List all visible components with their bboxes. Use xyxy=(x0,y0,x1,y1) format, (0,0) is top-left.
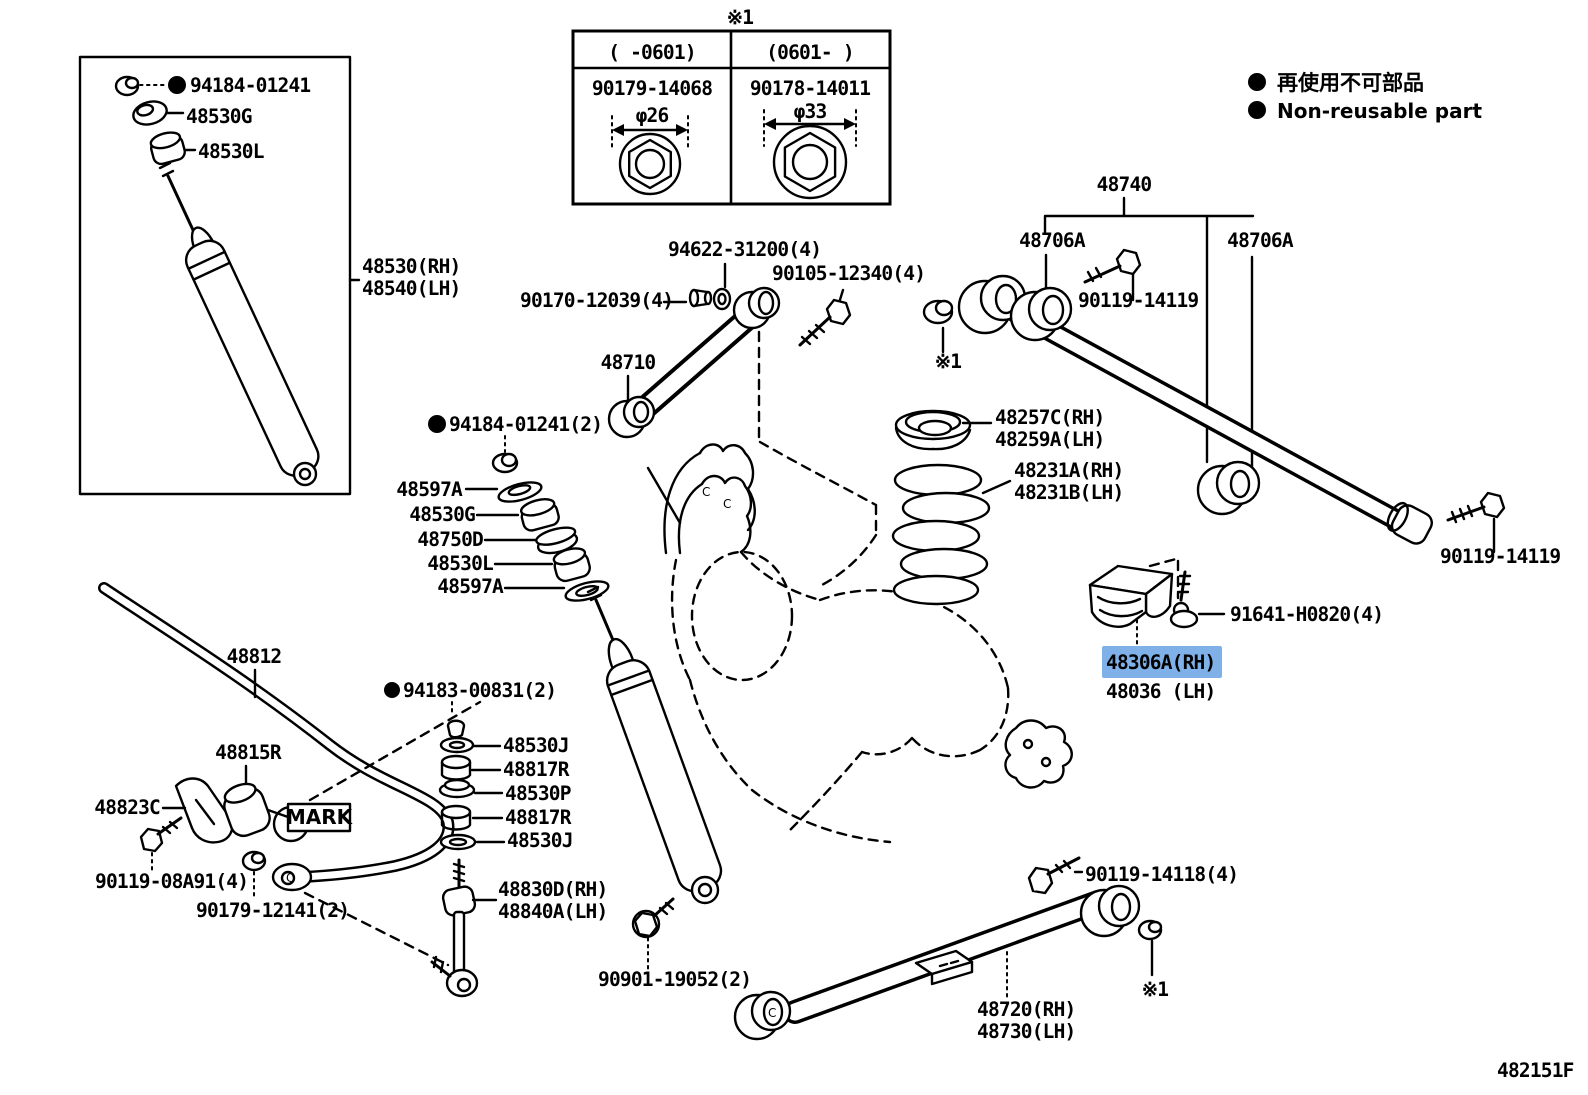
non-reusable-bullet-icon xyxy=(1248,101,1266,119)
part-label-48597a-lower[interactable]: 48597A xyxy=(437,575,505,598)
non-reusable-bullet-icon xyxy=(1248,73,1266,91)
ref-mark-table: ※1 xyxy=(727,6,754,29)
coil-spring-drawing xyxy=(891,463,1012,606)
clip-mark: C xyxy=(723,497,731,511)
ref-mark-upper-nut: ※1 xyxy=(935,350,962,373)
part-label-48530j-top[interactable]: 48530J xyxy=(503,734,569,757)
part-label-48706a-right[interactable]: 48706A xyxy=(1227,229,1294,252)
lateral-rod-48740-drawing xyxy=(922,196,1506,554)
part-label-94622-31200[interactable]: 94622-31200(4) xyxy=(668,238,822,261)
part-label-48840a-lh[interactable]: 48840A(LH) xyxy=(498,900,608,923)
part-label-90179-12141[interactable]: 90179-12141(2) xyxy=(196,899,350,922)
diagram-code: 482151F xyxy=(1497,1059,1574,1082)
part-label-90119-08a91[interactable]: 90119-08A91(4) xyxy=(95,870,249,893)
part-label-48830d-rh[interactable]: 48830D(RH) xyxy=(498,878,608,901)
part-label-48812[interactable]: 48812 xyxy=(227,645,283,668)
stabilizer-link-stack-drawing xyxy=(384,682,506,998)
part-label-48036-lh[interactable]: 48036 (LH) xyxy=(1106,680,1216,703)
shock-absorber-box-drawing xyxy=(78,55,361,496)
bump-stop-drawing xyxy=(1088,557,1226,646)
part-label-48530l-center[interactable]: 48530L xyxy=(427,552,494,575)
table-period-late: (0601- ) xyxy=(766,41,854,64)
part-label-48823c[interactable]: 48823C xyxy=(94,796,161,819)
stabilizer-bar-drawing xyxy=(98,582,482,967)
table-part-90179-14068[interactable]: 90179-14068 xyxy=(592,77,713,100)
part-label-48750d[interactable]: 48750D xyxy=(417,528,484,551)
spring-seat-drawing xyxy=(894,409,993,451)
part-label-48530l-box[interactable]: 48530L xyxy=(198,140,265,163)
part-label-48259a-lh[interactable]: 48259A(LH) xyxy=(995,428,1105,451)
non-reusable-bullet-icon xyxy=(168,76,186,94)
part-label-94184-01241[interactable]: 94184-01241 xyxy=(190,74,311,97)
part-label-48530-rh[interactable]: 48530(RH) xyxy=(362,255,461,278)
legend-jp: 再使用不可部品 xyxy=(1277,71,1424,95)
legend xyxy=(1248,73,1266,119)
part-label-48740[interactable]: 48740 xyxy=(1097,173,1153,196)
ref-mark-lower-nut: ※1 xyxy=(1142,978,1169,1001)
part-label-91641-h0820[interactable]: 91641-H0820(4) xyxy=(1230,603,1384,626)
part-label-90119-14118[interactable]: 90119-14118(4) xyxy=(1085,863,1239,886)
ref-table xyxy=(571,29,892,206)
non-reusable-bullet-icon xyxy=(428,415,446,433)
upper-arm-drawing xyxy=(607,262,852,444)
center-shock-drawing xyxy=(586,585,723,973)
part-label-48530j-bottom[interactable]: 48530J xyxy=(507,829,573,852)
part-label-48597a-upper[interactable]: 48597A xyxy=(396,478,464,501)
part-label-48540-lh[interactable]: 48540(LH) xyxy=(362,277,461,300)
part-label-90119-14119-right[interactable]: 90119-14119 xyxy=(1440,545,1561,568)
part-label-90901-19052[interactable]: 90901-19052(2) xyxy=(598,968,752,991)
clip-mark: C xyxy=(702,485,710,499)
part-label-48530g-center[interactable]: 48530G xyxy=(409,503,476,526)
part-label-48231b-lh[interactable]: 48231B(LH) xyxy=(1014,481,1124,504)
clip-mark: C xyxy=(768,1006,776,1020)
table-diameter-33: φ33 xyxy=(794,100,827,123)
part-label-90170-12039[interactable]: 90170-12039(4) xyxy=(520,289,674,312)
part-label-90119-14119-upper[interactable]: 90119-14119 xyxy=(1078,289,1199,312)
part-label-48720-rh[interactable]: 48720(RH) xyxy=(977,998,1076,1021)
part-label-48817r-lower[interactable]: 48817R xyxy=(505,806,573,829)
part-label-48815r[interactable]: 48815R xyxy=(215,741,283,764)
part-label-48730-lh[interactable]: 48730(LH) xyxy=(977,1020,1076,1043)
part-label-48710[interactable]: 48710 xyxy=(601,351,657,374)
part-label-48231a-rh[interactable]: 48231A(RH) xyxy=(1014,459,1124,482)
mark-label: MARK xyxy=(286,805,354,829)
part-label-48706a-left[interactable]: 48706A xyxy=(1019,229,1086,252)
part-label-48817r-upper[interactable]: 48817R xyxy=(503,758,571,781)
part-label-90105-12340[interactable]: 90105-12340(4) xyxy=(772,262,926,285)
part-label-94184-01241-2[interactable]: 94184-01241(2) xyxy=(449,413,603,436)
table-period-early: ( -0601) xyxy=(608,41,696,64)
part-label-48306a-rh-highlighted[interactable]: 48306A(RH) xyxy=(1106,651,1216,674)
table-part-90178-14011[interactable]: 90178-14011 xyxy=(750,77,871,100)
part-label-48530g-box[interactable]: 48530G xyxy=(186,105,253,128)
part-label-48257c-rh[interactable]: 48257C(RH) xyxy=(995,406,1105,429)
part-label-94183-00831[interactable]: 94183-00831(2) xyxy=(403,679,557,702)
axle-housing-drawing xyxy=(646,440,1073,844)
highlight-box xyxy=(1102,646,1222,678)
legend-en: Non-reusable part xyxy=(1277,99,1482,123)
non-reusable-bullet-icon xyxy=(384,682,400,698)
lower-rod-drawing xyxy=(733,856,1163,1041)
shock-mount-stack-drawing xyxy=(428,415,610,602)
table-diameter-26: φ26 xyxy=(636,104,669,127)
part-label-48530p[interactable]: 48530P xyxy=(505,782,572,805)
clip-mark: C xyxy=(286,871,294,885)
